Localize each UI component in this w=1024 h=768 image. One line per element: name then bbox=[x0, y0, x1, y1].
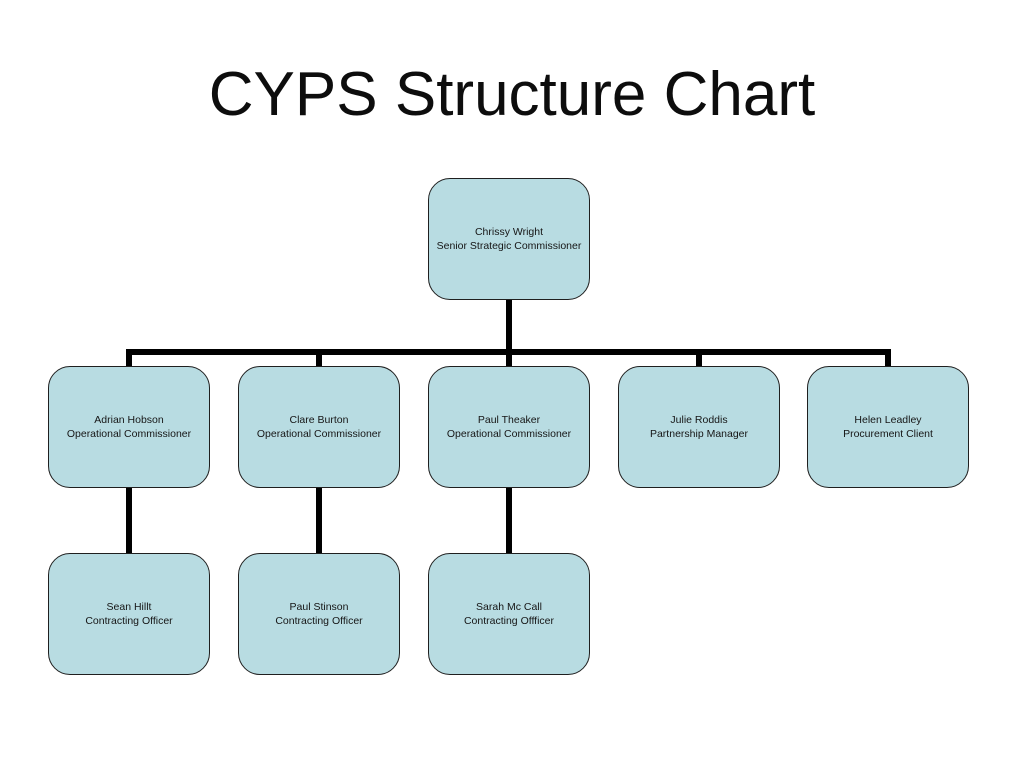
person-name: Sean Hillt bbox=[106, 600, 152, 613]
connector-stub-julie-roddis bbox=[696, 352, 702, 366]
person-role: Partnership Manager bbox=[649, 428, 749, 440]
person-name: Sarah Mc Call bbox=[476, 600, 542, 613]
connector-root-drop bbox=[506, 300, 512, 355]
person-name: Adrian Hobson bbox=[94, 413, 164, 426]
node-text: Julie Roddis Partnership Manager bbox=[650, 413, 748, 442]
connector-stub-adrian-hobson bbox=[126, 352, 132, 366]
connector-clare-to-paul-stinson bbox=[316, 488, 322, 553]
node-paul-theaker: Paul Theaker Operational Commissioner bbox=[428, 366, 590, 488]
person-role: Senior Strategic Commissioner bbox=[436, 240, 582, 252]
connector-stub-helen-leadley bbox=[885, 352, 891, 366]
person-role: Procurement Client bbox=[843, 428, 933, 440]
node-clare-burton: Clare Burton Operational Commissioner bbox=[238, 366, 400, 488]
person-name: Chrissy Wright bbox=[474, 225, 544, 238]
person-name: Paul Stinson bbox=[289, 600, 349, 613]
person-name: Helen Leadley bbox=[854, 413, 922, 426]
node-text: Helen Leadley Procurement Client bbox=[843, 413, 933, 442]
person-role: Operational Commissioner bbox=[446, 428, 572, 440]
person-role: Contracting Officer bbox=[275, 615, 363, 627]
node-sean-hillt: Sean Hillt Contracting Officer bbox=[48, 553, 210, 675]
node-text: Chrissy Wright Senior Strategic Commissi… bbox=[437, 225, 582, 254]
person-role: Operational Commissioner bbox=[66, 428, 192, 440]
person-name: Clare Burton bbox=[289, 413, 349, 426]
person-name: Julie Roddis bbox=[670, 413, 728, 426]
node-text: Paul Stinson Contracting Officer bbox=[275, 600, 362, 629]
node-paul-stinson: Paul Stinson Contracting Officer bbox=[238, 553, 400, 675]
slide-title: CYPS Structure Chart bbox=[208, 60, 816, 129]
person-name: Paul Theaker bbox=[477, 413, 541, 426]
node-text: Adrian Hobson Operational Commissioner bbox=[67, 413, 191, 442]
person-role: Operational Commissioner bbox=[256, 428, 382, 440]
connector-stub-paul-theaker bbox=[506, 352, 512, 366]
node-text: Clare Burton Operational Commissioner bbox=[257, 413, 381, 442]
node-text: Paul Theaker Operational Commissioner bbox=[447, 413, 571, 442]
node-adrian-hobson: Adrian Hobson Operational Commissioner bbox=[48, 366, 210, 488]
connector-stub-clare-burton bbox=[316, 352, 322, 366]
connector-adrian-to-sean bbox=[126, 488, 132, 553]
node-sarah-mc-call: Sarah Mc Call Contracting Offficer bbox=[428, 553, 590, 675]
node-chrissy-wright: Chrissy Wright Senior Strategic Commissi… bbox=[428, 178, 590, 300]
node-text: Sean Hillt Contracting Officer bbox=[85, 600, 172, 629]
person-role: Contracting Officer bbox=[85, 615, 173, 627]
person-role: Contracting Offficer bbox=[463, 615, 555, 627]
node-helen-leadley: Helen Leadley Procurement Client bbox=[807, 366, 969, 488]
node-julie-roddis: Julie Roddis Partnership Manager bbox=[618, 366, 780, 488]
node-text: Sarah Mc Call Contracting Offficer bbox=[464, 600, 554, 629]
connector-theaker-to-sarah bbox=[506, 488, 512, 553]
